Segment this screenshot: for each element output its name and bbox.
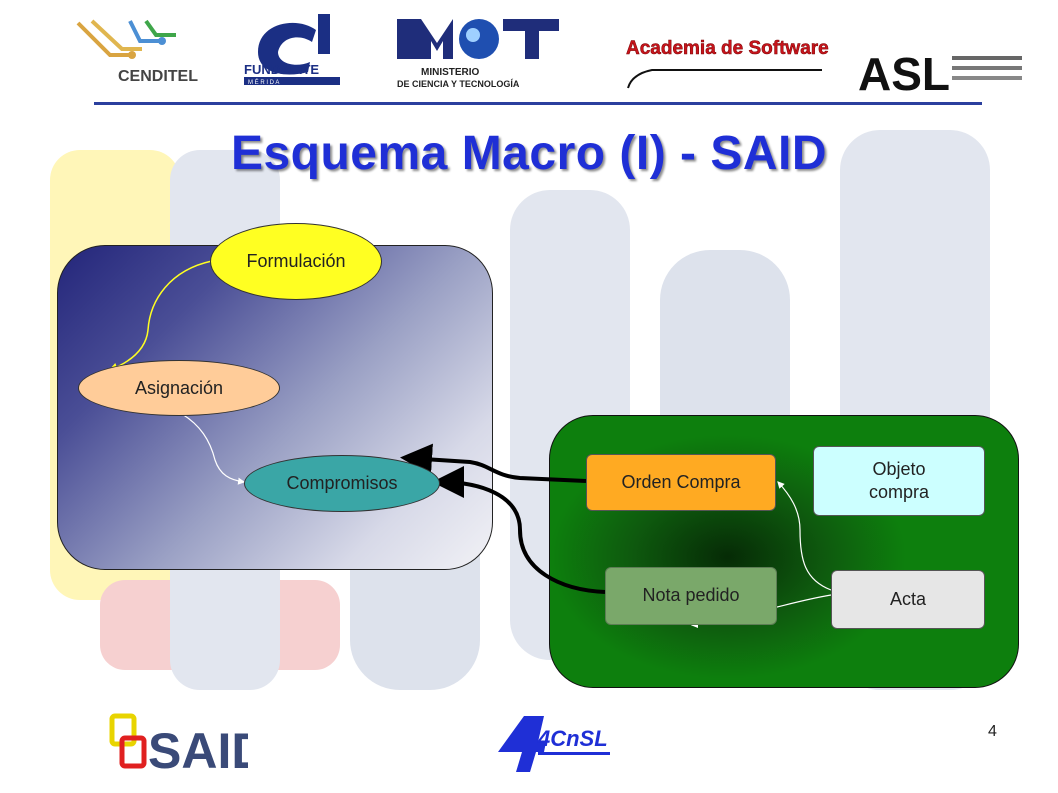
asl-logo-text: ASL: [858, 48, 950, 98]
said-logo: SAID: [109, 713, 248, 776]
asl-logo: ASL: [858, 48, 1022, 98]
slide-title: Esquema Macro (I) - SAID: [230, 127, 828, 180]
said-logo-text: SAID: [148, 723, 248, 776]
cenditel-logo-text: CENDITEL: [118, 68, 198, 85]
4cnsl-logo-text: 4CnSL: [537, 726, 608, 751]
academia-logo: Academia de Software Libre: [626, 38, 832, 89]
objeto-compra-label: Objeto compra: [868, 458, 930, 502]
fundacite-logo-text: FUNDACITE: [244, 62, 319, 77]
objeto-compra-node: Objeto compra: [813, 446, 985, 516]
page-number: 4: [988, 723, 997, 740]
mct-logo-line2: DE CIENCIA Y TECNOLOGÍA: [397, 79, 520, 89]
cenditel-logo: CENDITEL: [76, 19, 198, 85]
mct-logo-line1: MINISTERIO: [421, 67, 480, 78]
fundacite-logo: FUNDACITE M É R I D A: [244, 14, 340, 86]
4cnsl-logo: 4CnSL: [498, 716, 610, 772]
fundacite-logo-subtitle: M É R I D A: [248, 79, 279, 86]
acta-node: Acta: [831, 570, 985, 629]
header-rule: [94, 102, 982, 105]
academia-logo-text: Academia de Software Libre: [626, 38, 832, 59]
asignacion-node: Asignación: [78, 360, 280, 416]
nota-pedido-node: Nota pedido: [605, 567, 777, 625]
compromisos-node: Compromisos: [244, 455, 440, 512]
orden-compra-node: Orden Compra: [586, 454, 776, 511]
mct-logo: MINISTERIO DE CIENCIA Y TECNOLOGÍA: [397, 19, 559, 89]
formulacion-node: Formulación: [210, 223, 382, 300]
